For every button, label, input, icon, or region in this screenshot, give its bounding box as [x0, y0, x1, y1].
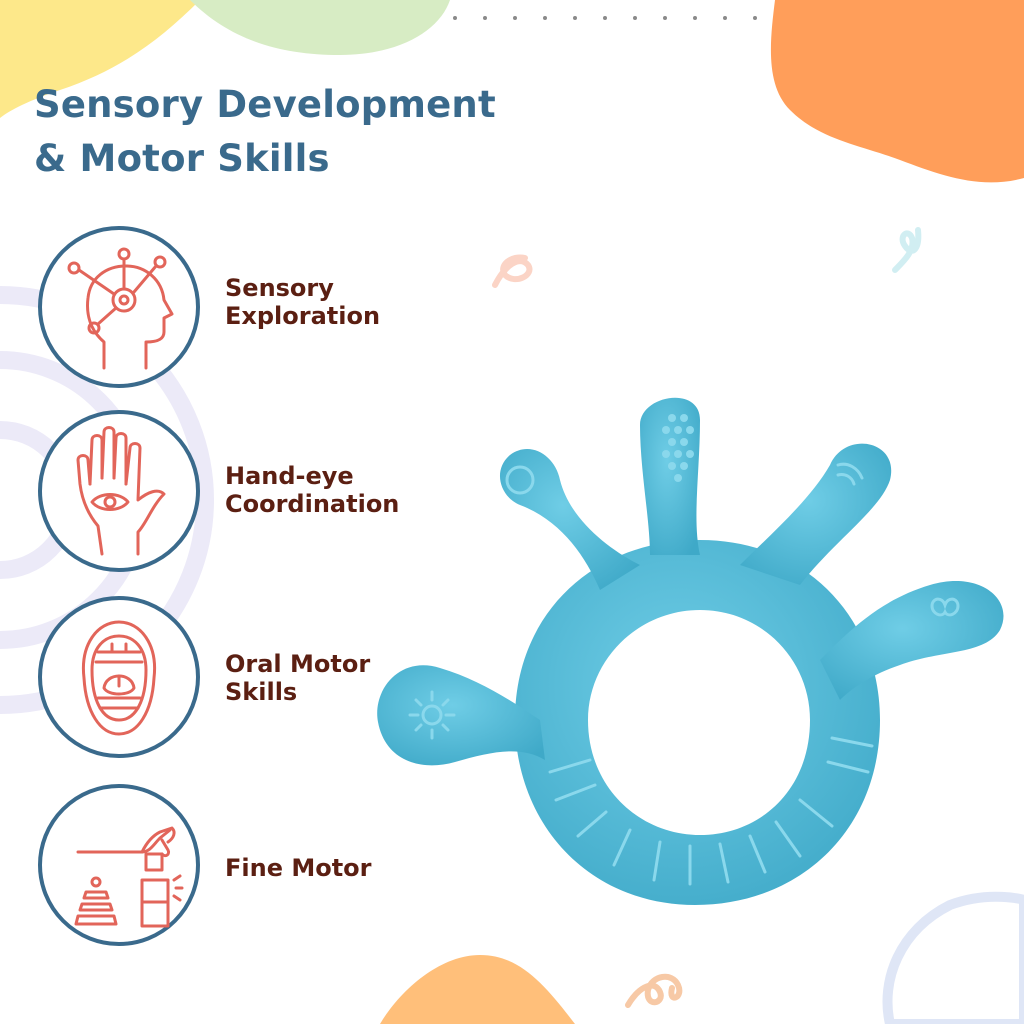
feature-hand-eye-coordination: Hand-eye Coordination: [38, 410, 538, 572]
feature-label: Hand-eye Coordination: [225, 462, 400, 518]
squiggle: [625, 973, 683, 1008]
feature-icon-circle: [38, 784, 200, 946]
hand-shaped-teether-icon: [377, 397, 1004, 905]
dot-row-decor: [453, 16, 757, 20]
feature-oral-motor-skills: Oral Motor Skills: [38, 596, 538, 758]
feature-sensory-exploration: Sensory Exploration: [38, 226, 538, 388]
hand-stacking-blocks-icon: [74, 826, 184, 928]
feature-fine-motor: Fine Motor: [38, 784, 538, 946]
title-line-2: & Motor Skills: [34, 137, 330, 180]
feature-icon-circle: [38, 226, 200, 388]
green-blob: [190, 0, 450, 55]
squiggle: [892, 227, 922, 273]
feature-icon-circle: [38, 410, 200, 572]
feature-label: Fine Motor: [225, 854, 372, 882]
swirl-ring: [0, 286, 214, 714]
head-network-icon: [67, 247, 174, 370]
orange-blob: [770, 0, 1024, 183]
bottom-blue-blob: [882, 891, 1024, 1024]
page-title: Sensory Development & Motor Skills: [34, 78, 496, 186]
feature-icon-circle: [38, 596, 200, 758]
open-mouth-icon: [81, 620, 157, 736]
hand-eye-icon: [76, 426, 166, 556]
squiggle: [492, 254, 533, 288]
yellow-blob: [0, 0, 200, 118]
bottom-orange-blob: [380, 955, 575, 1024]
feature-label: Sensory Exploration: [225, 274, 381, 330]
title-line-1: Sensory Development: [34, 83, 496, 126]
feature-label: Oral Motor Skills: [225, 650, 371, 706]
